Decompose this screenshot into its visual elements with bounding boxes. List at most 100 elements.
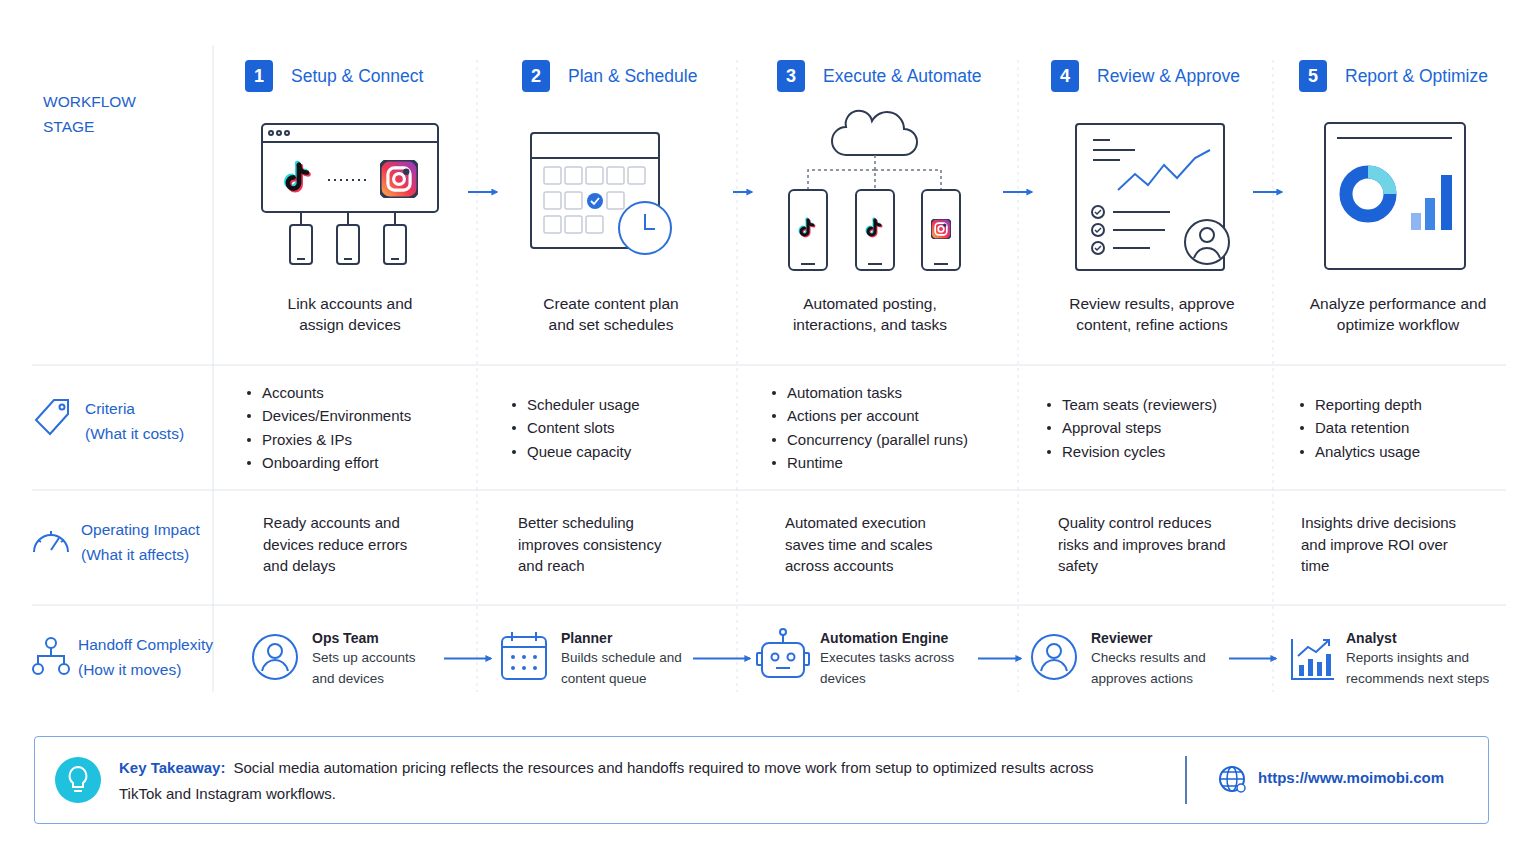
- takeaway-icons: [1237, 784, 1245, 792]
- review-icon: [1113, 247, 1150, 249]
- row-icons: [33, 400, 69, 674]
- step-badge: 2: [522, 60, 550, 92]
- automate-icon: [789, 190, 827, 270]
- row-header: Operating Impact: [81, 520, 200, 540]
- role-text: AnalystReports insights and recommends n…: [1346, 628, 1506, 689]
- role-name: Planner: [561, 628, 685, 648]
- criteria-item: Actions per account: [770, 406, 919, 426]
- stage-title: Plan & Schedule: [568, 66, 697, 87]
- role-name: Automation Engine: [820, 628, 970, 648]
- row-icons: [59, 664, 69, 674]
- automate-icon: [922, 190, 960, 270]
- role-name: Reviewer: [1091, 628, 1221, 648]
- handoff-icons: [1292, 639, 1334, 679]
- schedule-icon: [565, 167, 582, 184]
- setup-icon: [394, 212, 396, 225]
- grid-lines: [213, 45, 214, 692]
- schedule-icon: [544, 216, 561, 233]
- stage-title: Execute & Automate: [823, 66, 982, 87]
- schedule-icon: [531, 157, 659, 159]
- handoff-role: AnalystReports insights and recommends n…: [1284, 628, 1506, 689]
- role-text: PlannerBuilds schedule and content queue: [561, 628, 685, 689]
- handoff-icons: [780, 629, 786, 635]
- row-header: (What it costs): [85, 424, 184, 444]
- automate-icon: [808, 170, 875, 190]
- role-name: Ops Team: [312, 628, 436, 648]
- handoff-icons: [511, 666, 515, 670]
- handoff-icons: [762, 643, 804, 677]
- automate-icon: [808, 155, 941, 190]
- setup-icon: [328, 179, 370, 181]
- report-icon: [1425, 198, 1435, 230]
- report-icon: [1346, 172, 1390, 216]
- flow-arrow: [1229, 658, 1276, 660]
- step-number: 4: [1060, 66, 1070, 87]
- handoff-icons: [1032, 635, 1076, 679]
- setup-icon: [391, 258, 399, 260]
- row-header: (What it affects): [81, 545, 189, 565]
- handoff-icons: [511, 655, 537, 670]
- report-icon: [1337, 137, 1452, 139]
- automate-icon: [832, 111, 917, 155]
- automate-icon: [801, 263, 815, 265]
- review-icon: [1076, 124, 1229, 270]
- schedule-icon: [645, 214, 655, 229]
- takeaway-icons: [1185, 756, 1187, 804]
- impact-cell: Automated execution saves time and scale…: [785, 512, 961, 577]
- grid-lines: [32, 490, 1506, 491]
- workflow-stage: 1Setup & ConnectLink accounts and assign…: [240, 60, 460, 340]
- step-number: 2: [531, 66, 541, 87]
- automate-icon: [875, 170, 941, 190]
- handoff-icons: [533, 666, 537, 670]
- grid-lines: [32, 45, 1506, 692]
- criteria-item: Concurrency (parallel runs): [770, 430, 968, 450]
- handoff-icons: [788, 654, 795, 661]
- handoff-role: PlannerBuilds schedule and content queue: [499, 628, 685, 689]
- takeaway-box: Key Takeaway:Social media automation pri…: [34, 736, 1489, 824]
- setup-icon: [277, 131, 281, 135]
- stage-header: 5Report & Optimize: [1299, 60, 1510, 92]
- report-icon: [1325, 123, 1465, 269]
- takeaway-text: Key Takeaway:Social media automation pri…: [119, 755, 1129, 807]
- review-icon: [1113, 211, 1170, 213]
- criteria-item: Reporting depth: [1298, 395, 1422, 415]
- criteria-item: Queue capacity: [510, 442, 631, 462]
- step-badge: 3: [777, 60, 805, 92]
- criteria-item: Runtime: [770, 453, 843, 473]
- automate-icon: [934, 263, 948, 265]
- handoff-icons: [253, 635, 297, 679]
- stage-header: 3 Execute & Automate: [777, 60, 995, 92]
- grid-lines: [737, 60, 738, 692]
- schedule-icon: [607, 167, 624, 184]
- handoff-icons: [804, 653, 809, 665]
- role-description: Sets up accounts and devices: [312, 648, 436, 689]
- step-badge: 5: [1299, 60, 1327, 92]
- role-text: Automation EngineExecutes tasks across d…: [820, 628, 970, 689]
- handoff-icons: [1308, 659, 1313, 676]
- workflow-stage: 5Report & OptimizeAnalyze performance an…: [1290, 60, 1510, 340]
- handoff-icons: [522, 655, 526, 659]
- setup-icon: [297, 258, 305, 260]
- automate-icon: [868, 263, 882, 265]
- report-icon: [1325, 123, 1465, 269]
- review-icon: [1185, 220, 1229, 264]
- row-icons: [51, 538, 59, 550]
- flow-arrow: [1253, 191, 1282, 193]
- row-icons: [46, 638, 56, 648]
- grid-lines: [1018, 60, 1019, 692]
- handoff-role: Ops TeamSets up accounts and devices: [250, 628, 436, 689]
- criteria-item: Devices/Environments: [245, 406, 411, 426]
- schedule-icon: [586, 216, 603, 233]
- role-description: Reports insights and recommends next ste…: [1346, 648, 1506, 689]
- handoff-icons: [502, 646, 546, 648]
- stage-caption: Analyze performance and optimize workflo…: [1308, 293, 1488, 335]
- criteria-item: Revision cycles: [1045, 442, 1165, 462]
- stage-caption: Review results, approve content, refine …: [1055, 293, 1250, 335]
- schedule-icon: [628, 167, 645, 184]
- step-badge: 4: [1051, 60, 1079, 92]
- schedule-icon: [586, 167, 603, 184]
- review-icon: [1093, 159, 1120, 161]
- criteria-item: Content slots: [510, 418, 615, 438]
- review-icon: [1200, 228, 1214, 242]
